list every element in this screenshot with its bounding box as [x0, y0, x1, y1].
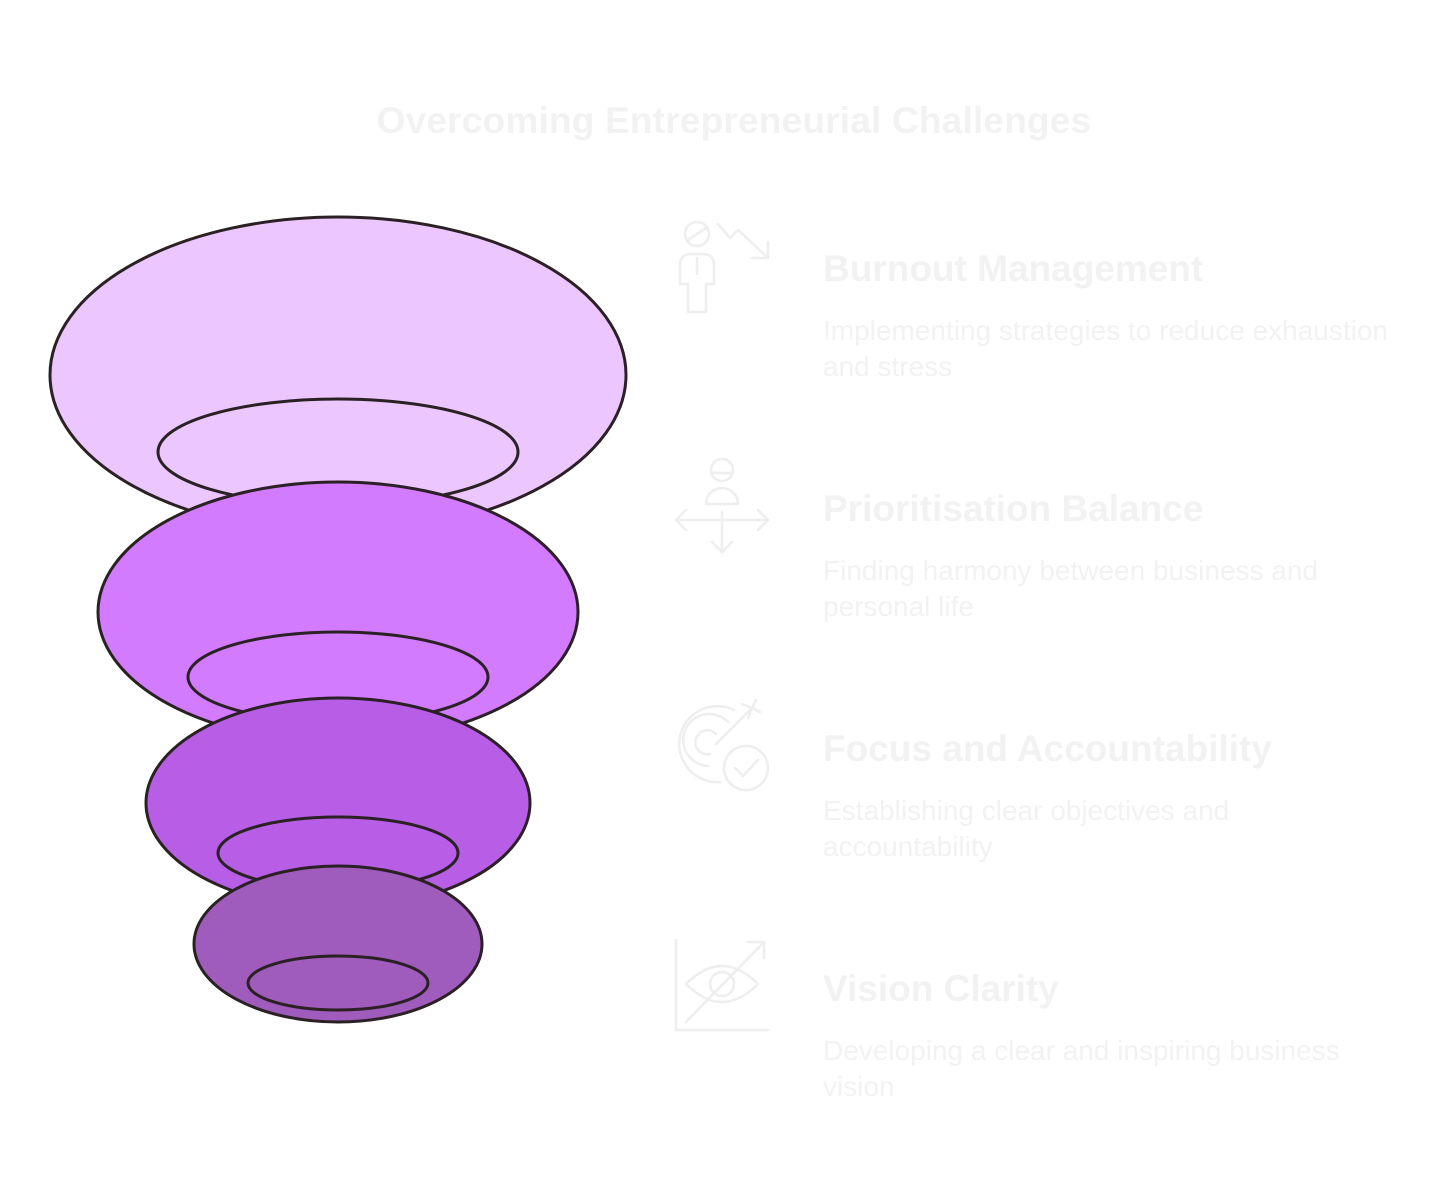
- target-check-icon: [678, 698, 770, 792]
- level-2-title: Prioritisation Balance: [823, 488, 1204, 529]
- diagram-title: Overcoming Entrepreneurial Challenges: [376, 100, 1092, 141]
- funnel-level-4-body: [192, 864, 484, 1024]
- level-2-description: Finding harmony between business and per…: [823, 555, 1318, 622]
- level-4-description: Developing a clear and inspiring busines…: [823, 1035, 1340, 1102]
- funnel-level-4-hole: [246, 954, 430, 1012]
- balance-person-arrows-icon: [674, 457, 770, 554]
- level-1-description: Implementing strategies to reduce exhaus…: [823, 315, 1388, 382]
- funnel-level-4: [192, 864, 484, 1024]
- eye-chart-icon: [674, 938, 770, 1032]
- level-3-description: Establishing clear objectives and accoun…: [823, 795, 1230, 862]
- level-1-title: Burnout Management: [823, 248, 1204, 289]
- level-3-title: Focus and Accountability: [823, 728, 1272, 769]
- level-4-title: Vision Clarity: [823, 968, 1059, 1009]
- burnout-person-down-arrow-icon: [678, 220, 770, 314]
